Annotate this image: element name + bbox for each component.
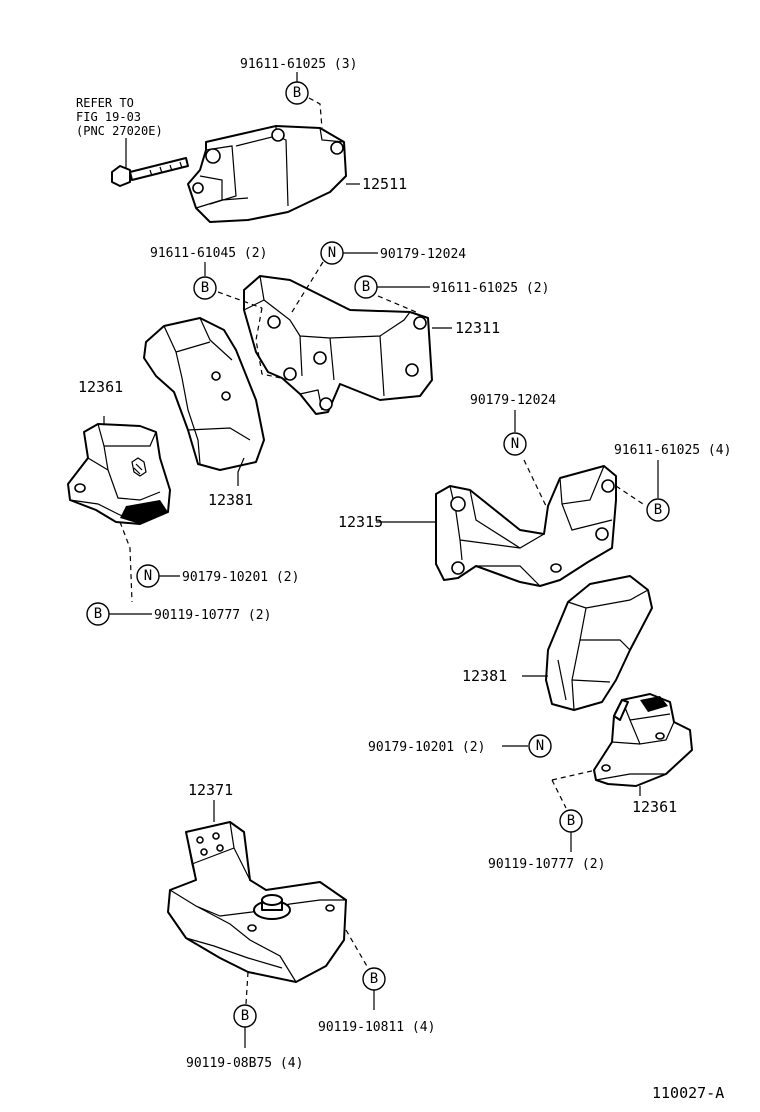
label-b-12371-bottom: 90119-08B75 (4) bbox=[186, 1056, 303, 1071]
bolt-symbol-12371-bottom: B bbox=[233, 1004, 257, 1028]
dash-b-12315 bbox=[615, 485, 647, 507]
bracket-12315 bbox=[435, 465, 617, 587]
refer-note: REFER TO FIG 19-03 (PNC 27020E) bbox=[76, 96, 163, 170]
label-b-right-mount: 90119-10777 (2) bbox=[488, 857, 605, 872]
dash-b-12371-right bbox=[345, 929, 369, 969]
label-n-left-mount: 90179-10201 (2) bbox=[182, 570, 299, 585]
svg-text:B: B bbox=[654, 502, 662, 518]
part-label-12371: 12371 bbox=[188, 781, 233, 799]
nut-symbol-12315: N bbox=[503, 432, 527, 456]
support-12371 bbox=[167, 821, 347, 983]
bolt-symbol-12311-left: B bbox=[193, 276, 217, 300]
svg-text:B: B bbox=[201, 280, 209, 296]
refer-note-line-1: REFER TO bbox=[76, 96, 134, 110]
label-n-12315: 90179-12024 bbox=[470, 393, 556, 408]
dash-right-mount bbox=[551, 769, 597, 809]
dash-b-12371-bottom bbox=[245, 971, 249, 1005]
bracket-12311 bbox=[243, 275, 433, 415]
mount-12361-left bbox=[67, 423, 171, 525]
svg-text:B: B bbox=[567, 813, 575, 829]
bolt-symbol-right-mount: B bbox=[559, 809, 583, 833]
svg-text:N: N bbox=[536, 738, 544, 754]
mount-12361-right bbox=[593, 693, 693, 787]
part-label-12511: 12511 bbox=[362, 175, 407, 193]
label-n-12311: 90179-12024 bbox=[380, 247, 466, 262]
part-label-12361-left: 12361 bbox=[78, 378, 123, 396]
svg-text:B: B bbox=[293, 85, 301, 101]
svg-text:N: N bbox=[328, 245, 336, 261]
nut-symbol-left-mount: N bbox=[136, 564, 160, 588]
dash-n-12311 bbox=[291, 261, 324, 313]
label-n-right-mount: 90179-10201 (2) bbox=[368, 740, 485, 755]
svg-text:B: B bbox=[362, 279, 370, 295]
part-label-12315: 12315 bbox=[338, 513, 383, 531]
bolt-symbol-12311-right: B bbox=[354, 275, 378, 299]
part-label-12381-right: 12381 bbox=[462, 667, 507, 685]
refer-note-line-3: (PNC 27020E) bbox=[76, 124, 163, 138]
bracket-12511 bbox=[187, 125, 347, 223]
svg-text:N: N bbox=[144, 568, 152, 584]
label-b-12371-right: 90119-10811 (4) bbox=[318, 1020, 435, 1035]
label-b-12311-right: 91611-61025 (2) bbox=[432, 281, 549, 296]
diagram-id: 110027-A bbox=[652, 1084, 724, 1102]
bolt-symbol-top: B bbox=[285, 81, 309, 105]
label-b-12315: 91611-61025 (4) bbox=[614, 443, 731, 458]
nut-symbol-right-mount: N bbox=[528, 734, 552, 758]
part-label-12381-left: 12381 bbox=[208, 491, 253, 509]
svg-text:B: B bbox=[94, 606, 102, 622]
svg-text:B: B bbox=[241, 1008, 249, 1024]
bolt-symbol-12371-right: B bbox=[362, 967, 386, 991]
part-label-12361-right: 12361 bbox=[632, 798, 677, 816]
dash-n-12315 bbox=[523, 459, 547, 507]
dash-b-12311-right bbox=[377, 295, 417, 313]
cushion-12381-left bbox=[143, 317, 265, 471]
refer-note-line-2: FIG 19-03 bbox=[76, 110, 141, 124]
cushion-12381-right bbox=[545, 575, 653, 711]
dash-left-mount bbox=[119, 521, 133, 603]
svg-text:N: N bbox=[511, 436, 519, 452]
part-label-12311: 12311 bbox=[455, 319, 500, 337]
long-bolt bbox=[111, 157, 189, 187]
dash-b-top bbox=[308, 97, 323, 129]
label-b-top: 91611-61025 (3) bbox=[240, 57, 357, 72]
dash-b-12311-left bbox=[217, 291, 291, 381]
label-b-left-mount: 90119-10777 (2) bbox=[154, 608, 271, 623]
bolt-symbol-left-mount: B bbox=[86, 602, 110, 626]
nut-symbol-12311: N bbox=[320, 241, 344, 265]
label-b-12311-left: 91611-61045 (2) bbox=[150, 246, 267, 261]
bolt-symbol-12315: B bbox=[646, 498, 670, 522]
svg-text:B: B bbox=[370, 971, 378, 987]
